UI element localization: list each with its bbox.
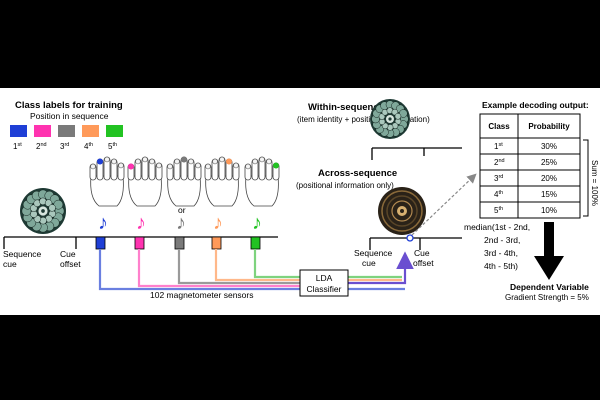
down-arrow-icon bbox=[534, 222, 564, 280]
row-prob-2: 25% bbox=[541, 158, 557, 167]
dashed-link-arrow bbox=[411, 173, 477, 236]
left-seq-cue-label-2: cue bbox=[3, 259, 17, 269]
note-icon-orange: ♪ bbox=[213, 212, 223, 234]
note-icon-gray: ♪ bbox=[176, 212, 186, 234]
across-sequence-title: Across-sequence bbox=[318, 168, 397, 179]
decoding-table bbox=[479, 113, 581, 219]
median-formula: median(1st - 2nd, 2nd - 3rd, 3rd - 4th, … bbox=[464, 222, 530, 271]
row-prob-5: 10% bbox=[541, 206, 557, 215]
right-seq-cue-label-2: cue bbox=[362, 258, 376, 268]
right-cue-offset-label-2: offset bbox=[413, 258, 434, 268]
row-class-5: 5th bbox=[494, 206, 503, 215]
sum-bracket bbox=[583, 139, 589, 217]
dependent-variable-title: Dependent Variable bbox=[510, 282, 589, 292]
lda-classifier-box bbox=[299, 269, 349, 297]
position-label-4: 4th bbox=[84, 142, 93, 151]
position-swatches bbox=[10, 125, 123, 137]
position-labels: 1st 2nd 3rd 4th 5th bbox=[13, 142, 117, 151]
or-label: or bbox=[178, 205, 186, 215]
within-sequence-title: Within-sequence bbox=[308, 102, 384, 113]
dependent-variable-value: Gradient Strength = 5% bbox=[505, 293, 589, 302]
classifier-label-2: Classifier bbox=[307, 284, 342, 294]
median-line-1: median(1st - 2nd, bbox=[464, 222, 530, 232]
stimulus-mandala-icon bbox=[20, 188, 66, 234]
position-label-2: 2nd bbox=[36, 142, 47, 151]
within-sequence-mandala-icon bbox=[370, 99, 410, 139]
table-header-probability: Probability bbox=[528, 122, 570, 131]
hand-icon-3 bbox=[166, 156, 202, 207]
within-sequence-subtitle: (item identity + positional information) bbox=[297, 115, 430, 124]
note-icon-blue: ♪ bbox=[98, 212, 108, 234]
left-cue-offset-label-2: offset bbox=[60, 259, 81, 269]
median-line-4: 4th - 5th) bbox=[484, 261, 518, 271]
right-cue-offset-label-1: Cue bbox=[414, 248, 430, 258]
class-labels-title: Class labels for training bbox=[15, 100, 123, 111]
decode-timepoint-marker bbox=[406, 234, 414, 242]
position-label-5: 5th bbox=[108, 142, 117, 151]
swatch-2nd bbox=[34, 125, 51, 137]
swatch-1st bbox=[10, 125, 27, 137]
median-line-3: 3rd - 4th, bbox=[484, 248, 518, 258]
sum-label: Sum = 100% bbox=[590, 160, 599, 206]
position-subtitle: Position in sequence bbox=[30, 111, 109, 121]
note-icon-pink: ♪ bbox=[136, 212, 146, 234]
event-marker-3rd bbox=[174, 236, 185, 250]
row-class-3: 3rd bbox=[494, 174, 503, 183]
hand-icon-1 bbox=[89, 156, 125, 207]
hand-icon-5 bbox=[244, 156, 280, 207]
row-prob-3: 20% bbox=[541, 174, 557, 183]
left-seq-cue-label-1: Sequence bbox=[3, 249, 42, 259]
swatch-5th bbox=[106, 125, 123, 137]
across-timeline bbox=[369, 237, 462, 250]
across-sequence-disc-icon bbox=[378, 187, 426, 235]
position-label-3: 3rd bbox=[60, 142, 69, 151]
position-label-1: 1st bbox=[13, 142, 22, 151]
hand-icon-4 bbox=[204, 156, 240, 207]
median-line-2: 2nd - 3rd, bbox=[484, 235, 520, 245]
hand-icon-2 bbox=[127, 156, 163, 207]
row-class-4: 4th bbox=[494, 190, 503, 199]
table-header-class: Class bbox=[488, 122, 510, 131]
note-icon-green: ♪ bbox=[252, 212, 262, 234]
decoding-rows: 1st 30% 2nd 25% 3rd 20% 4th 15% 5th 10% bbox=[494, 142, 557, 215]
event-marker-5th bbox=[250, 236, 261, 250]
row-prob-1: 30% bbox=[541, 142, 557, 151]
left-cue-offset-label-1: Cue bbox=[60, 249, 76, 259]
within-timeline bbox=[371, 147, 462, 160]
row-class-1: 1st bbox=[494, 142, 503, 151]
sensors-label: 102 magnetometer sensors bbox=[150, 290, 253, 300]
event-marker-1st bbox=[95, 236, 106, 250]
music-notes: ♪ ♪ ♪ ♪ ♪ bbox=[98, 212, 262, 234]
row-class-2: 2nd bbox=[494, 158, 505, 167]
decoding-title: Example decoding output: bbox=[482, 100, 589, 110]
classifier-label-1: LDA bbox=[316, 273, 333, 283]
hand-icons bbox=[89, 156, 280, 207]
event-marker-4th bbox=[211, 236, 222, 250]
row-prob-4: 15% bbox=[541, 190, 557, 199]
across-sequence-subtitle: (positional information only) bbox=[296, 181, 394, 190]
left-timeline bbox=[3, 236, 278, 250]
right-seq-cue-label-1: Sequence bbox=[354, 248, 393, 258]
swatch-3rd bbox=[58, 125, 75, 137]
swatch-4th bbox=[82, 125, 99, 137]
event-marker-2nd bbox=[134, 236, 145, 250]
